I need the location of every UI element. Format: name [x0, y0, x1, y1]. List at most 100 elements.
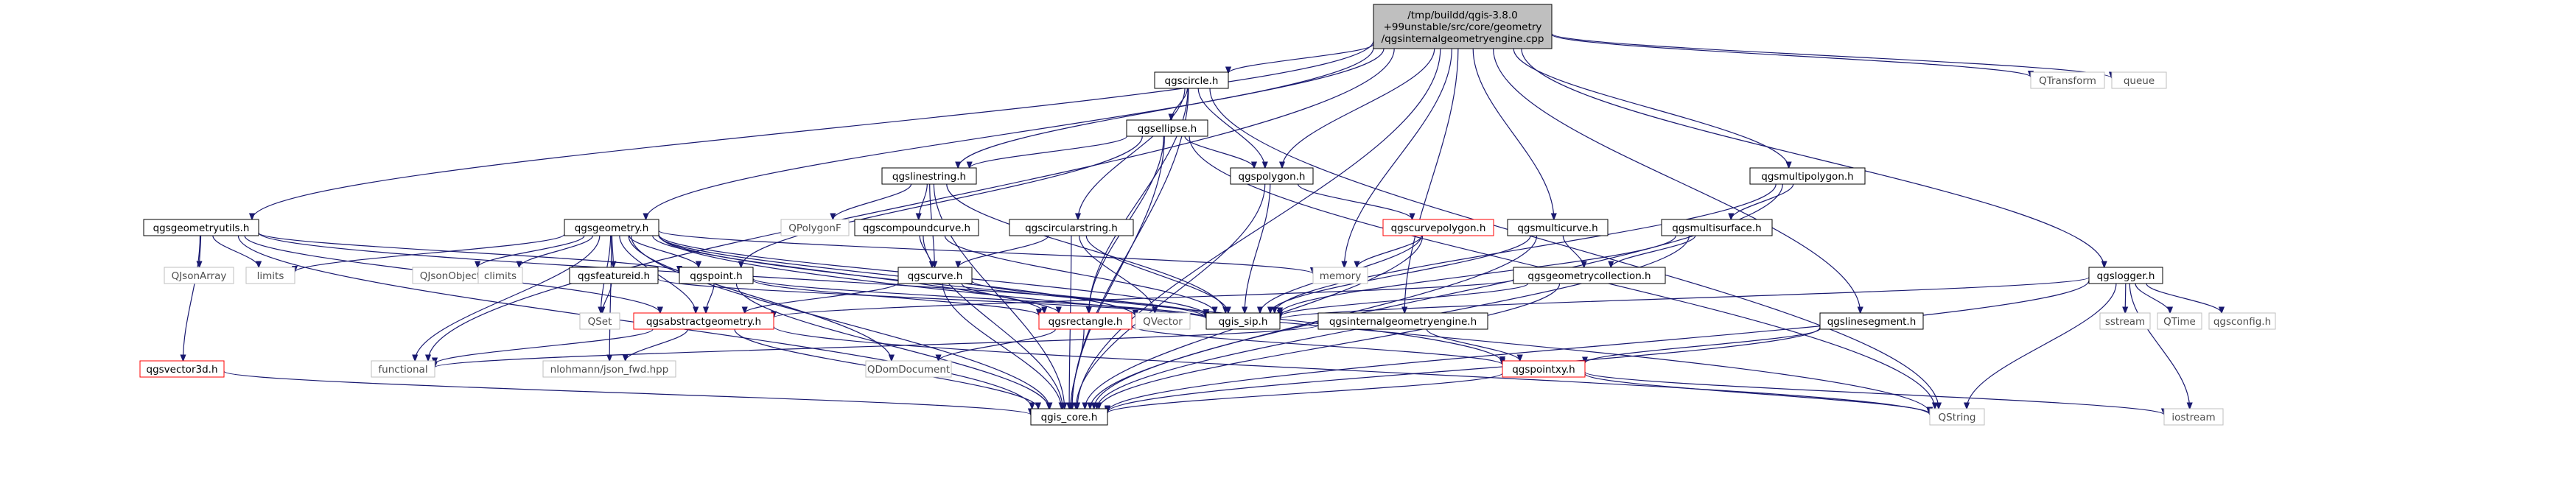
edge-qgslogger-to-sstream [2125, 283, 2126, 313]
node-box [1929, 408, 1985, 426]
edge-qgslogger-to-qgis_core [1107, 280, 2090, 412]
node-qgscurvepolygon[interactable]: qgscurvepolygon.h [1382, 219, 1494, 236]
edge-qgscompoundcurve-to-qgis_core [923, 235, 1063, 409]
edge-qgslinestring-to-qpolygonf [833, 183, 912, 219]
node-label: QTransform [2039, 75, 2096, 87]
node-label: qgsmulticurve.h [1517, 222, 1597, 234]
edge-qgsrectangle-to-qgis_core [1071, 328, 1085, 409]
node-label: qgscircle.h [1165, 75, 1219, 87]
node-qgsmultisurface[interactable]: qgsmultisurface.h [1661, 219, 1773, 236]
edge-qgsellipse-to-qgslinestring [970, 136, 1127, 169]
node-box [633, 312, 774, 330]
edge-qgscircle-to-qgscircularstring [1078, 88, 1186, 219]
edge-qgsellipse-to-qgspoint [741, 136, 1143, 267]
node-box [579, 312, 620, 330]
edge-root-to-qgsgeometry [646, 47, 1374, 219]
node-qgsgeometrycollection[interactable]: qgsgeometrycollection.h [1513, 267, 1666, 284]
node-qgsinternalgeometryengine[interactable]: qgsinternalgeometryengine.h [1317, 312, 1488, 330]
edge-qgsgeometryutils-to-qgsvector3d [183, 235, 201, 361]
node-qgsgeometry[interactable]: qgsgeometry.h [564, 219, 659, 236]
node-label: QJsonObject [420, 270, 480, 282]
node-box [2030, 71, 2105, 89]
edge-qgsmultipolygon-to-qgsmultisurface [1731, 183, 1794, 219]
node-box [1507, 219, 1609, 236]
edge-qgslinestring-to-qgis_sip [946, 183, 1225, 313]
node-qgscircle[interactable]: qgscircle.h [1154, 71, 1229, 89]
node-box [564, 219, 659, 236]
node-label: /tmp/buildd/qgis-3.8.0 [1407, 10, 1518, 21]
edge-qgscircularstring-to-qvector [1079, 235, 1155, 313]
edge-qgspointxy-to-iostream [1584, 371, 2164, 415]
node-qtransform: QTransform [2030, 71, 2105, 89]
edge-root-to-qgscircle [1228, 43, 1374, 74]
node-label: qgspolygon.h [1239, 171, 1306, 183]
node-qgspoint[interactable]: qgspoint.h [679, 267, 754, 284]
node-qgslinesegment[interactable]: qgslinesegment.h [1819, 312, 1924, 330]
node-qgslogger[interactable]: qgslogger.h [2088, 267, 2163, 284]
node-qgsmulticurve[interactable]: qgsmulticurve.h [1507, 219, 1609, 236]
edge-qgsfeatureid-to-qgis_sip [657, 278, 1206, 318]
node-box [2163, 408, 2224, 426]
node-qgsgeometryutils[interactable]: qgsgeometryutils.h [143, 219, 259, 236]
node-qgsabstractgeometry[interactable]: qgsabstractgeometry.h [633, 312, 774, 330]
edge-root-to-qgslinesegment [1493, 48, 1861, 313]
node-qgslinestring[interactable]: qgslinestring.h [881, 167, 977, 185]
node-box [1154, 71, 1229, 89]
node-box [1661, 219, 1773, 236]
edge-root-to-qgsmulticurve [1472, 48, 1554, 219]
node-climits: climits [477, 267, 523, 284]
node-root[interactable]: /tmp/buildd/qgis-3.8.0+99unstable/src/co… [1373, 4, 1553, 49]
node-box [881, 167, 977, 185]
edge-root-to-queue [1551, 33, 2112, 79]
node-label: qgsellipse.h [1138, 123, 1197, 135]
edge-qgscurve-to-qgsrectangle [961, 283, 1059, 313]
node-qgscurve[interactable]: qgscurve.h [897, 267, 973, 284]
node-qgsrectangle[interactable]: qgsrectangle.h [1038, 312, 1133, 330]
node-qdomdocument: QDomDocument [865, 360, 952, 378]
node-label: iostream [2171, 412, 2215, 423]
edge-qgsgeometry-to-functional [415, 235, 601, 361]
node-label: QVector [1143, 316, 1183, 328]
edge-qgscircle-to-qgspolygon [1197, 88, 1265, 168]
node-qgsfeatureid[interactable]: qgsfeatureid.h [569, 267, 659, 284]
edge-qgsinternalgeometryengine-to-qgspointxy [1426, 328, 1519, 361]
edge-qgsgeometry-to-qdomdocument [628, 235, 892, 361]
node-label: qgsinternalgeometryengine.h [1329, 316, 1477, 328]
edge-qgsgeometry-to-nlohmann [609, 235, 612, 361]
node-qgspolygon[interactable]: qgspolygon.h [1230, 167, 1314, 185]
node-box [2111, 71, 2167, 89]
node-label: /qgsinternalgeometryengine.cpp [1382, 33, 1544, 45]
node-qgscircularstring[interactable]: qgscircularstring.h [1009, 219, 1134, 236]
node-box [245, 267, 295, 284]
edge-root-to-qgsgeometryutils [252, 41, 1374, 219]
node-label: QString [1939, 412, 1976, 423]
node-label: qgsgeometryutils.h [153, 222, 250, 234]
node-qgspointxy[interactable]: qgspointxy.h [1502, 360, 1586, 378]
edge-qgslinesegment-to-qgis_core [1107, 327, 1821, 412]
node-qgscompoundcurve[interactable]: qgscompoundcurve.h [854, 219, 979, 236]
node-label: qgspointxy.h [1512, 364, 1575, 376]
edge-qgsgeometryutils-to-qjsonarray [200, 235, 201, 267]
edge-qgsabstractgeometry-to-qstring [773, 326, 1930, 415]
node-qgsmultipolygon[interactable]: qgsmultipolygon.h [1749, 167, 1866, 185]
edge-root-to-qgsmultipolygon [1513, 48, 1788, 168]
node-qjsonarray: QJsonArray [164, 267, 234, 284]
node-qgsconfig: qgsconfig.h [2208, 312, 2276, 330]
node-box [1382, 219, 1494, 236]
node-label: qgsrectangle.h [1049, 316, 1123, 328]
edge-qgsgeometry-to-qvector [658, 235, 1135, 317]
node-box [2088, 267, 2163, 284]
node-qgsvector3d[interactable]: qgsvector3d.h [139, 360, 225, 378]
edge-qgslinesegment-to-qgspointxy [1585, 328, 1821, 364]
edge-qgsmultisurface-to-qgis_sip [1280, 235, 1676, 314]
node-label: qgsgeometrycollection.h [1527, 270, 1651, 282]
node-qgis_sip[interactable]: qgis_sip.h [1205, 312, 1281, 330]
edge-qgspoint-to-qgis_sip [752, 278, 1206, 317]
node-box [897, 267, 973, 284]
node-qgis_core[interactable]: qgis_core.h [1030, 408, 1108, 426]
node-label: qgis_sip.h [1219, 316, 1268, 328]
node-qset: QSet [579, 312, 620, 330]
edge-qgsmultisurface-to-qgsgeometrycollection [1611, 235, 1696, 267]
node-qgsellipse[interactable]: qgsellipse.h [1126, 119, 1208, 137]
edge-root-to-qtransform [1551, 34, 2031, 77]
